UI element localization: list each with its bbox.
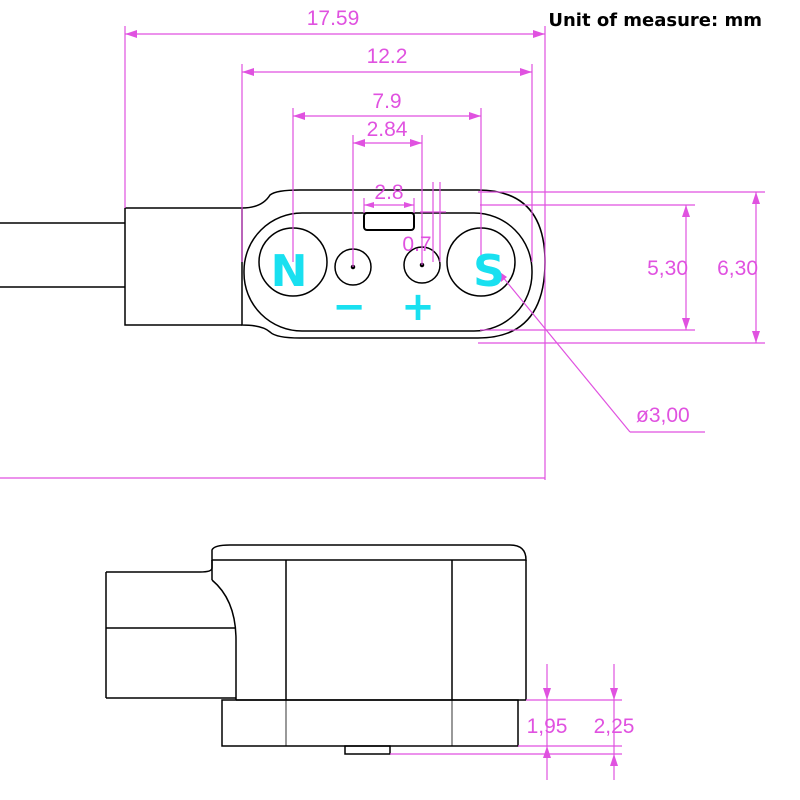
unit-label: Unit of measure: mm (548, 10, 762, 31)
dim-inner-height: 5,30 (647, 257, 688, 280)
cable-housing (124, 207, 242, 326)
top-cap (211, 544, 527, 561)
dim-body-width: 12.2 (367, 45, 408, 68)
label-south: S (473, 246, 505, 297)
slot (363, 212, 415, 231)
dim-step-height: 1,95 (527, 715, 568, 738)
plug-top-edge (106, 560, 213, 573)
dim-pin-diameter: 0.7 (402, 233, 431, 256)
label-north: N (271, 246, 308, 297)
label-minus: − (332, 284, 366, 330)
dimension-lines-top (0, 26, 765, 480)
base-plate (221, 699, 519, 747)
side-view (105, 544, 527, 755)
dimension-arrows-top (125, 30, 760, 343)
pin-tip (344, 745, 391, 755)
dimension-lines-side (390, 664, 622, 780)
dim-magnet-pitch: 7.9 (372, 90, 401, 113)
dim-pin-pitch: 2.84 (367, 118, 408, 141)
shoulder-curve (211, 579, 237, 700)
dim-outer-height: 6,30 (717, 257, 758, 280)
dimension-arrows-side (543, 688, 618, 766)
dim-magnet-diameter: ø3,00 (636, 404, 690, 427)
dim-total-height: 2,25 (594, 715, 635, 738)
dim-overall-width: 17.59 (307, 7, 360, 30)
label-plus: + (401, 284, 435, 330)
dim-slot-width: 2.8 (374, 181, 403, 204)
